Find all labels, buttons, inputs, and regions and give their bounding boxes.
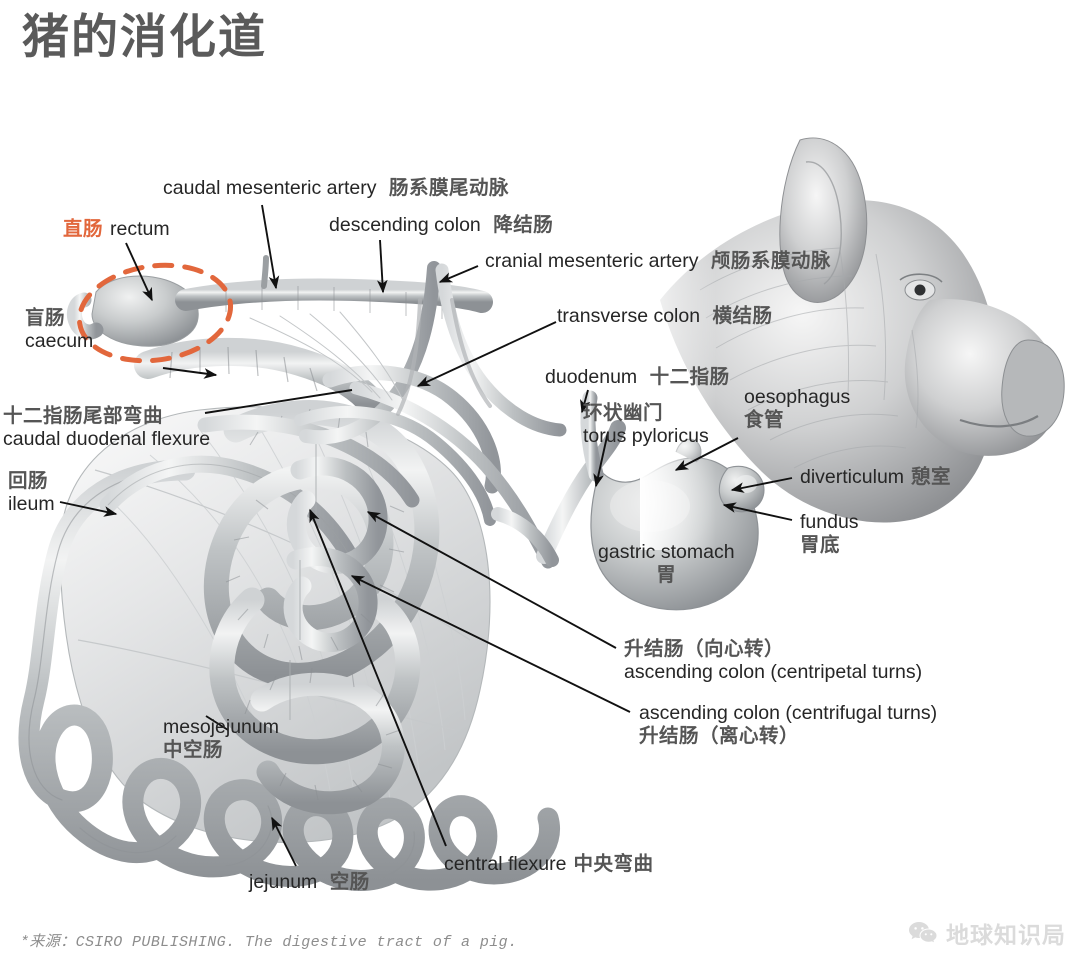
label-cranial-mesenteric-artery: cranial mesenteric artery 颅肠系膜动脉	[485, 250, 831, 273]
label-en: transverse colon	[557, 305, 701, 327]
leader-lines	[59, 204, 793, 867]
watermark-text: 地球知识局	[946, 922, 1066, 948]
label-cn: 环状幽门	[583, 402, 664, 424]
label-cn: 十二指肠	[649, 366, 730, 388]
label-cn: 胃	[656, 564, 677, 586]
label-en: descending colon	[329, 214, 481, 236]
label-cn: 憩室	[911, 466, 952, 488]
label-ascending-colon-centripetal: 升结肠（向心转） ascending colon (centripetal tu…	[624, 638, 922, 684]
label-cn: 颅肠系膜动脉	[710, 250, 831, 272]
label-caecum: 盲肠 caecum	[25, 307, 93, 353]
label-en: rectum	[110, 218, 170, 240]
label-duodenum: duodenum 十二指肠	[545, 366, 730, 389]
jejunum-loops-shade	[28, 469, 415, 882]
ascending-colon-spiral	[203, 400, 440, 815]
label-jejunum: jejunum 空肠	[249, 871, 370, 894]
wechat-icon	[909, 922, 938, 945]
label-fundus: fundus 胃底	[800, 511, 859, 557]
label-en: jejunum	[249, 871, 318, 893]
rectum-highlight-ellipse	[76, 262, 234, 364]
label-cn: 肠系膜尾动脉	[388, 177, 509, 199]
label-en: duodenum	[545, 366, 638, 388]
label-torus-pyloricus: 环状幽门 torus pyloricus	[583, 402, 709, 448]
label-ileum: 回肠 ileum	[8, 470, 55, 516]
label-cn: 升结肠（离心转）	[639, 725, 800, 747]
label-en: oesophagus	[744, 386, 851, 408]
label-cn: 盲肠	[25, 307, 66, 329]
label-cn: 横结肠	[712, 305, 773, 327]
label-en: caudal duodenal flexure	[3, 428, 211, 450]
label-cn: 直肠	[63, 218, 104, 240]
label-cn: 食管	[744, 409, 785, 431]
label-en: fundus	[800, 511, 859, 533]
label-oesophagus: oesophagus 食管	[744, 386, 850, 432]
label-cn: 空肠	[329, 871, 370, 893]
jejunum-loops	[18, 459, 560, 891]
label-cn: 中空肠	[163, 739, 224, 761]
label-ascending-colon-centrifugal: ascending colon (centrifugal turns) 升结肠（…	[639, 702, 937, 748]
label-descending-colon: descending colon 降结肠	[329, 214, 553, 237]
label-caudal-duodenal-flexure: 十二指肠尾部弯曲 caudal duodenal flexure	[3, 405, 210, 451]
label-en: diverticulum	[800, 466, 905, 488]
page-title: 猪的消化道	[22, 10, 267, 63]
ileum-tube	[99, 455, 361, 569]
label-cn: 回肠	[8, 470, 49, 492]
label-en: mesojejunum	[163, 716, 279, 738]
label-cn: 胃底	[800, 534, 841, 556]
pig-head-illustration	[640, 137, 1065, 550]
label-en: ileum	[8, 493, 55, 515]
label-diverticulum: diverticulum 憩室	[800, 466, 951, 489]
label-mesojejunum: mesojejunum 中空肠	[163, 716, 279, 762]
label-en: cranial mesenteric artery	[485, 250, 699, 272]
watermark: 地球知识局	[908, 916, 1066, 950]
label-en: caecum	[25, 330, 94, 352]
label-en: torus pyloricus	[583, 425, 709, 447]
label-en: caudal mesenteric artery	[163, 177, 377, 199]
label-en: ascending colon (centripetal turns)	[624, 661, 923, 683]
label-cn: 升结肠（向心转）	[624, 638, 785, 660]
label-cn: 中央弯曲	[573, 853, 654, 875]
label-central-flexure: central flexure 中央弯曲	[444, 853, 654, 876]
label-gastric-stomach: gastric stomach 胃	[598, 541, 735, 587]
label-en: central flexure	[444, 853, 567, 875]
label-cn: 十二指肠尾部弯曲	[3, 405, 164, 427]
label-caudal-mesenteric-artery: caudal mesenteric artery 肠系膜尾动脉	[163, 177, 509, 200]
label-rectum: 直肠 rectum	[63, 218, 170, 241]
label-en: gastric stomach	[598, 541, 735, 563]
label-cn: 降结肠	[493, 214, 554, 236]
label-en: ascending colon (centrifugal turns)	[639, 702, 938, 724]
label-transverse-colon: transverse colon 横结肠	[557, 305, 773, 328]
source-citation: *来源：CSIRO PUBLISHING. The digestive trac…	[20, 934, 518, 951]
